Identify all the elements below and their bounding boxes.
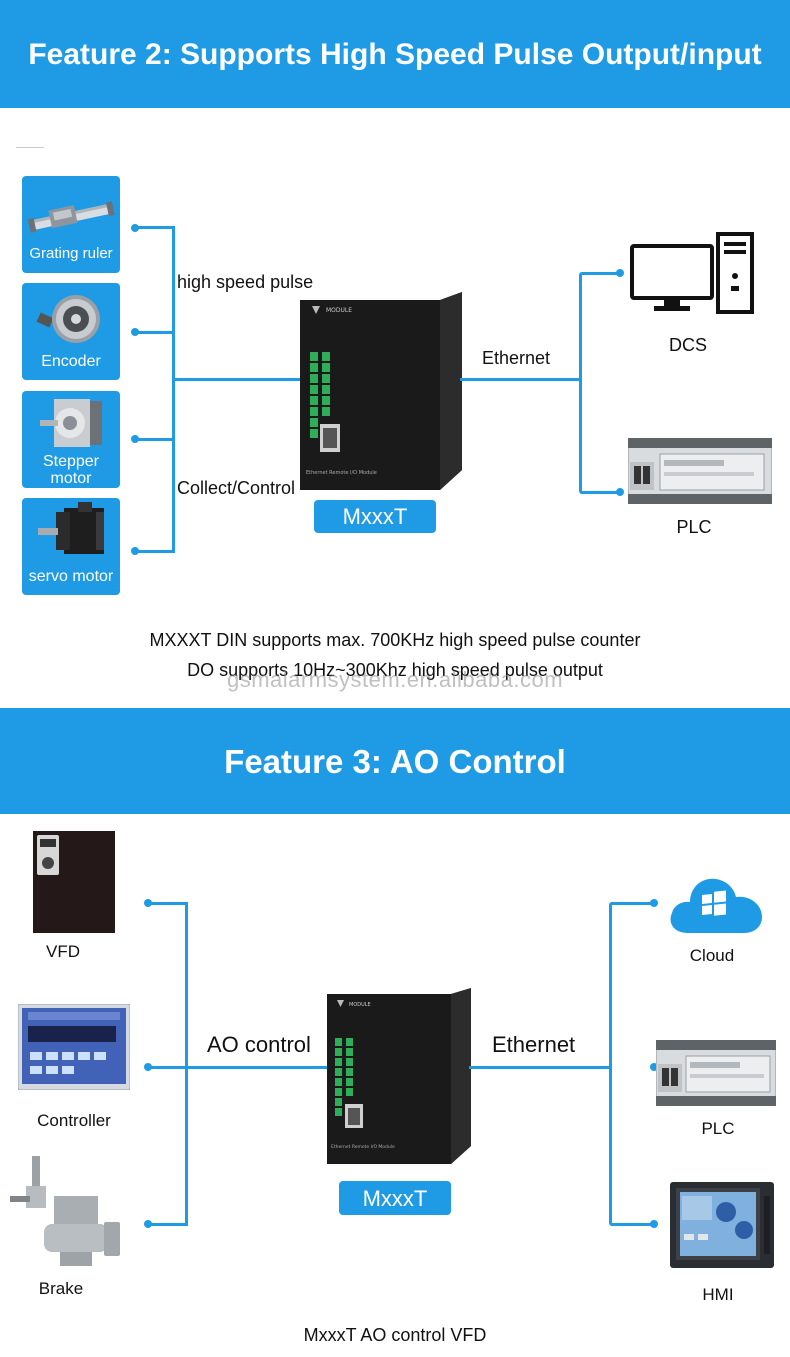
tile-label: Encoder bbox=[41, 353, 101, 370]
brake-label: Brake bbox=[38, 1279, 84, 1298]
feature3-title: Feature 3: AO Control bbox=[0, 708, 790, 814]
feature2-caption-line2: DO supports 10Hz~300Khz high speed pulse… bbox=[187, 660, 603, 680]
divider bbox=[16, 147, 44, 148]
servo-motor-tile: servo motor bbox=[22, 498, 120, 595]
tile-label: Grating ruler bbox=[29, 245, 113, 262]
plc-icon bbox=[628, 438, 772, 504]
collect-control-label: Collect/Control bbox=[177, 478, 296, 498]
grating-ruler-icon bbox=[27, 201, 115, 233]
stepper-motor-tile: Stepper motor bbox=[22, 391, 120, 488]
plc-icon bbox=[656, 1040, 776, 1106]
cloud-icon bbox=[670, 878, 762, 933]
connector-dot bbox=[650, 899, 658, 907]
connector-line bbox=[148, 902, 188, 905]
stepper-motor-icon bbox=[40, 399, 102, 447]
connector-trunk bbox=[185, 902, 188, 1226]
svg-text:Ethernet Remote I/O Module: Ethernet Remote I/O Module bbox=[306, 470, 377, 476]
connector-line bbox=[135, 438, 175, 441]
dcs-label: DCS bbox=[668, 335, 707, 355]
plc-label: PLC bbox=[676, 517, 712, 537]
connector-trunk bbox=[609, 902, 612, 1226]
hmi-icon bbox=[670, 1182, 774, 1268]
connector-line bbox=[582, 272, 620, 275]
connector-line bbox=[460, 378, 582, 381]
plc-label: PLC bbox=[701, 1119, 735, 1138]
hmi-label: HMI bbox=[702, 1285, 734, 1304]
connector-line bbox=[148, 1066, 330, 1069]
connector-line bbox=[582, 491, 620, 494]
ao-control-label: AO control bbox=[207, 1032, 311, 1057]
watermark: gsmalarmsystem.en.alibaba.com bbox=[226, 667, 564, 692]
vfd-label: VFD bbox=[46, 942, 80, 961]
svg-text:MODULE: MODULE bbox=[349, 1002, 371, 1008]
connector-line bbox=[135, 331, 175, 334]
connector-line bbox=[612, 902, 654, 905]
connector-line bbox=[135, 550, 175, 553]
vfd-icon bbox=[33, 831, 115, 933]
io-module-device: MODULE Ethernet Remote I/O Module bbox=[300, 292, 462, 490]
ethernet-label: Ethernet bbox=[482, 348, 551, 368]
device-badge: MxxxT bbox=[314, 500, 436, 533]
tile-label: servo motor bbox=[28, 568, 114, 585]
ethernet-label: Ethernet bbox=[492, 1032, 576, 1057]
connector-trunk bbox=[172, 226, 175, 553]
high-speed-pulse-label: high speed pulse bbox=[177, 272, 314, 292]
device-badge: MxxxT bbox=[339, 1181, 451, 1215]
connector-line bbox=[148, 1223, 188, 1226]
connector-dot bbox=[616, 488, 624, 496]
connector-trunk bbox=[579, 272, 582, 494]
connector-dot bbox=[650, 1063, 658, 1071]
feature2-caption-line1: MXXXT DIN supports max. 700KHz high spee… bbox=[149, 630, 641, 650]
connector-dot bbox=[616, 269, 624, 277]
encoder-icon bbox=[36, 295, 100, 343]
svg-text:Ethernet Remote I/O Module: Ethernet Remote I/O Module bbox=[331, 1144, 395, 1150]
connector-dot bbox=[650, 1220, 658, 1228]
servo-motor-icon bbox=[38, 502, 104, 554]
tile-label: Stepper motor bbox=[42, 453, 100, 487]
controller-label: Controller bbox=[37, 1111, 111, 1130]
computer-icon bbox=[630, 232, 754, 314]
connector-line bbox=[612, 1223, 654, 1226]
controller-icon bbox=[18, 1004, 130, 1090]
brake-icon bbox=[10, 1156, 120, 1266]
connector-line bbox=[469, 1066, 612, 1069]
feature3-caption: MxxxT AO control VFD bbox=[303, 1325, 487, 1345]
io-module-device: MODULE Ethernet Remote I/O Module bbox=[327, 988, 471, 1164]
feature2-title: Feature 2: Supports High Speed Pulse Out… bbox=[0, 0, 790, 108]
svg-text:MODULE: MODULE bbox=[326, 307, 352, 314]
connector-line bbox=[175, 378, 303, 381]
cloud-label: Cloud bbox=[689, 946, 735, 965]
connector-line bbox=[135, 226, 175, 229]
grating-ruler-tile: Grating ruler bbox=[22, 176, 120, 273]
encoder-tile: Encoder bbox=[22, 283, 120, 380]
